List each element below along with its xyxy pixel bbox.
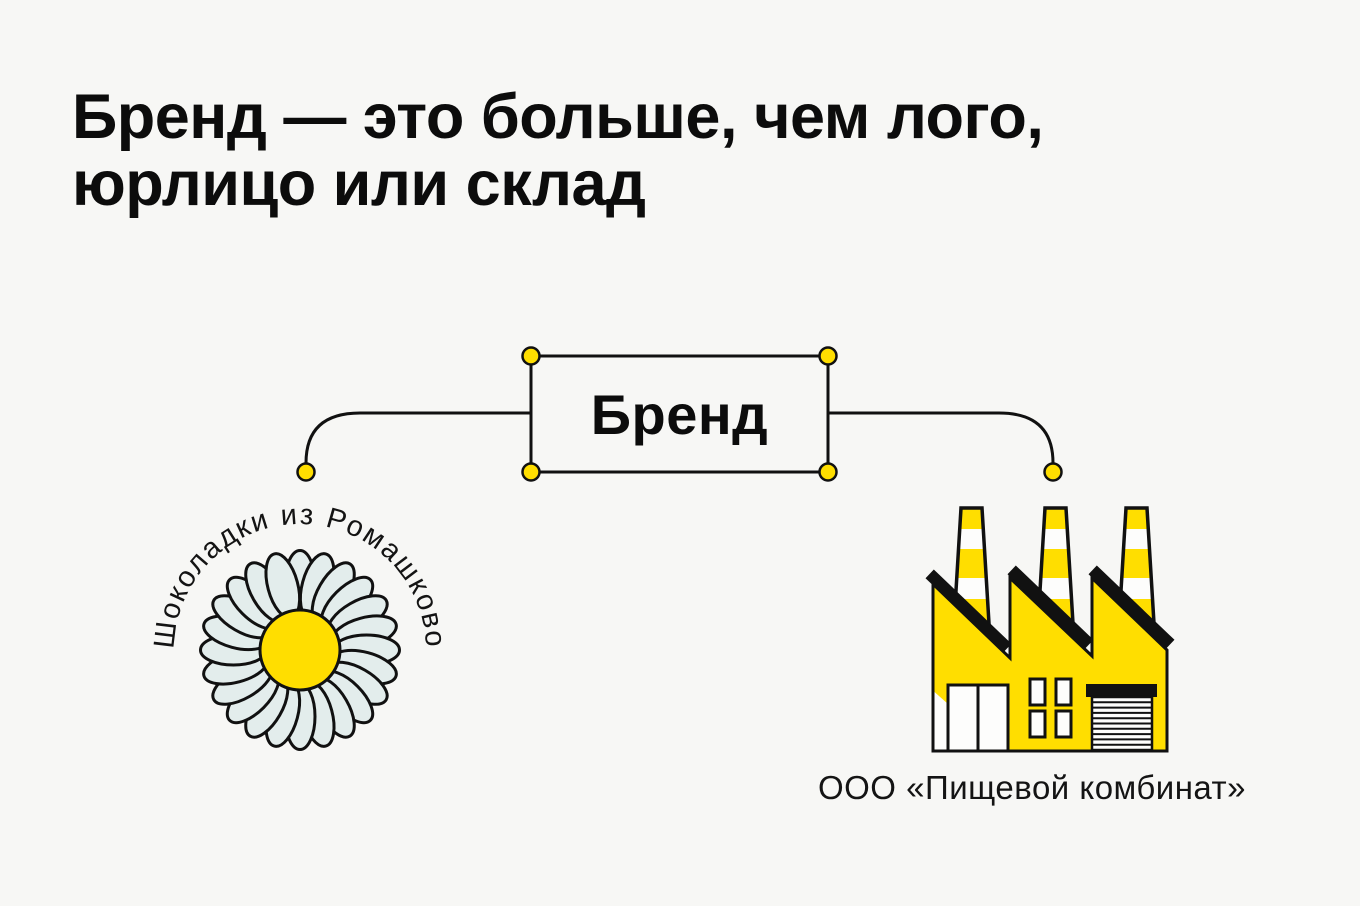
- flower-petal: [330, 648, 398, 686]
- factory-wall-highlight: [934, 692, 948, 750]
- flower-petal: [283, 549, 317, 618]
- flower-petal: [225, 575, 281, 631]
- factory-chimney: [1116, 506, 1157, 642]
- flower-petal: [298, 552, 336, 620]
- factory-label: ООО «Пищевой комбинат»: [817, 769, 1247, 806]
- flower-label-curved-text: Шоколадки из Ромашково: [148, 499, 451, 650]
- flower-petal: [244, 676, 290, 739]
- flower-petal: [211, 594, 274, 640]
- flower-text-arc-path: [174, 524, 426, 678]
- flower-petal: [319, 575, 375, 631]
- factory-chimney: [1035, 506, 1076, 642]
- flower-petal: [199, 633, 268, 667]
- factory-garage-door: [1086, 684, 1157, 752]
- flower-petal: [202, 648, 270, 686]
- flower-petals: [199, 549, 401, 751]
- connector-right-line: [828, 411, 1055, 464]
- connector-node-dot: [296, 462, 316, 482]
- factory-roof-bars: [925, 565, 1175, 653]
- garage-slats: [1092, 701, 1152, 746]
- flower-petal: [225, 669, 281, 725]
- flower-petal: [264, 552, 302, 620]
- daisy-flower-logo-icon: Шоколадки из Ромашково: [148, 499, 451, 751]
- flower-petal: [283, 682, 317, 751]
- connector-node-dot: [1043, 462, 1063, 482]
- flower-petal: [202, 614, 270, 652]
- flower-petal: [244, 561, 290, 624]
- page-title-line-2: юрлицо или склад: [72, 148, 646, 219]
- flower-petal: [319, 669, 375, 725]
- flower-petal: [264, 680, 302, 748]
- flower-petal: [330, 614, 398, 652]
- factory-windows: [1028, 677, 1073, 739]
- connector-left-line: [304, 411, 531, 464]
- flower-petal: [310, 676, 356, 739]
- factory-door: [946, 683, 1010, 753]
- flower-petal: [298, 680, 336, 748]
- factory-chimney: [951, 506, 992, 642]
- page-title-line-1: Бренд — это больше, чем лого,: [72, 82, 1044, 152]
- flower-petal: [332, 633, 401, 667]
- page-title: Бренд — это больше, чем лого, юрлицо или…: [72, 82, 1044, 219]
- flower-petal: [326, 594, 389, 640]
- flower-petal: [326, 660, 389, 706]
- flower-petal: [310, 561, 356, 624]
- flower-center: [258, 608, 342, 692]
- flower-petal: [211, 660, 274, 706]
- factory-building-body: [931, 574, 1169, 753]
- brand-box-label: Бренд: [590, 382, 769, 446]
- factory-icon: [925, 506, 1175, 753]
